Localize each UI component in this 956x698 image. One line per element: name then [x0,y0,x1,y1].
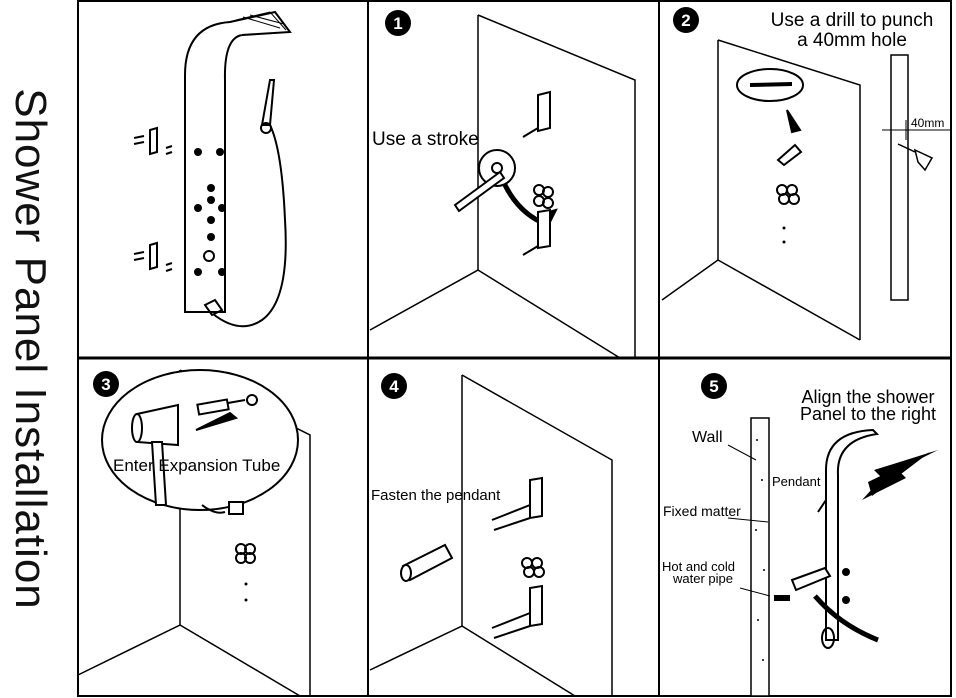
shower-panel-align-icon [774,428,880,649]
step-3-number: 3 [101,375,110,394]
drill-bit-icon [736,68,804,205]
panel-grid [77,0,952,697]
step-5-pipe-label-line2: water pipe [672,571,733,586]
body-jet-icons [194,148,226,276]
step-3-panel: 3 Enter Expansion Tube [77,369,311,697]
step-5-label-line1: Align the shower [801,387,934,407]
step-5-fixed-matter-label: Fixed matter [663,503,741,519]
step-5-wall-label: Wall [692,429,723,446]
step-2-number: 2 [681,11,690,30]
step-1-panel: 1 Use a stroke [369,10,636,359]
step-4-number: 4 [389,377,399,396]
step-4-badge [381,373,407,399]
step-2-badge [673,7,699,33]
step-4-label: Fasten the pendant [371,487,501,504]
wall-section-icon [727,417,771,697]
step-1-badge [385,10,411,36]
step-2-dimension: 40mm [911,116,944,130]
step-1-label: Use a stroke [372,129,479,150]
drill-dots [782,226,786,244]
step-2-panel: 2 Use a drill to punch a 40mm hole 40mm [661,7,950,341]
wall-mount-bracket-icon [133,126,173,272]
step-5-badge [701,373,727,399]
wall-section-icon [882,54,950,301]
step-2-label-line2: a 40mm hole [797,30,907,51]
step-3-label: Enter Expansion Tube [113,456,280,475]
wall-speckles [755,439,765,661]
step-3-badge [93,371,119,397]
step-5-number: 5 [709,377,718,396]
step-5-label-line2: Panel to the right [800,404,936,424]
stroke-tool-icon [453,90,558,256]
step-5-pendant-label: Pendant [772,474,821,489]
step-4-panel: 4 Fasten the pendant [369,373,613,697]
step-2-label-line1: Use a drill to punch [771,10,934,31]
step-5-panel: 5 Align the shower Panel to the right Wa… [662,373,938,697]
step-1-number: 1 [393,14,402,33]
step-5-pipe-label-line1: Hot and cold [662,559,735,574]
pendant-screw-icons [400,476,545,639]
hammer-icon [131,394,258,564]
shower-panel-overview [133,10,292,328]
